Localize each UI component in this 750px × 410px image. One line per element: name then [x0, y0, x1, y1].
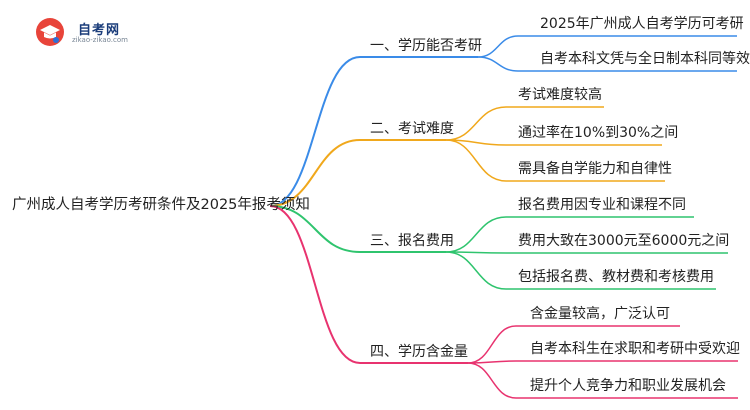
logo-name: 自考网	[78, 23, 121, 38]
connector-root-branch-1	[269, 56, 478, 207]
branch-3-label: 三、报名费用	[370, 233, 454, 249]
leaf-1-1: 2025年广州成人自考学历可考研	[540, 16, 744, 32]
connector-b4-c1	[467, 325, 680, 364]
leaf-3-1: 报名费用因专业和课程不同	[518, 197, 686, 213]
leaf-3-2: 费用大致在3000元至6000元之间	[518, 233, 730, 249]
leaf-4-1: 含金量较高，广泛认可	[530, 306, 670, 322]
connector-root-branch-3	[269, 205, 446, 253]
mindmap-root: 广州成人自考学历考研条件及2025年报考须知	[12, 197, 310, 213]
logo-url: zikao-zikao.com	[72, 36, 128, 44]
connector-b3-c1	[445, 216, 694, 253]
connector-b4-c3	[467, 362, 738, 399]
branch-2-label: 二、考试难度	[370, 121, 454, 137]
connector-b2-c1	[445, 106, 604, 141]
connector-root-branch-4	[269, 205, 468, 364]
connector-b1-c2	[477, 56, 737, 72]
connector-b3-c3	[445, 251, 716, 290]
site-logo[interactable]: 自考网 zikao-zikao.com	[34, 16, 154, 50]
connector-root-branch-2	[269, 139, 446, 207]
connector-b2-c2	[445, 139, 662, 146]
leaf-2-1: 考试难度较高	[518, 87, 602, 103]
connector-b1-c1	[477, 35, 737, 58]
leaf-1-2: 自考本科文凭与全日制本科同等效力	[540, 51, 750, 67]
branch-4-label: 四、学历含金量	[370, 344, 468, 360]
leaf-2-2: 通过率在10%到30%之间	[518, 125, 679, 141]
connector-b2-c3	[445, 139, 665, 182]
leaf-4-3: 提升个人竞争力和职业发展机会	[530, 378, 726, 394]
leaf-2-3: 需具备自学能力和自律性	[518, 161, 672, 177]
connector-b3-c2	[445, 251, 728, 254]
branch-1-label: 一、学历能否考研	[370, 38, 482, 54]
leaf-3-3: 包括报名费、教材费和考核费用	[518, 269, 714, 285]
leaf-4-2: 自考本科生在求职和考研中受欢迎	[530, 341, 740, 357]
connector-b4-c2	[467, 360, 738, 364]
graduation-cap-icon	[36, 18, 64, 46]
